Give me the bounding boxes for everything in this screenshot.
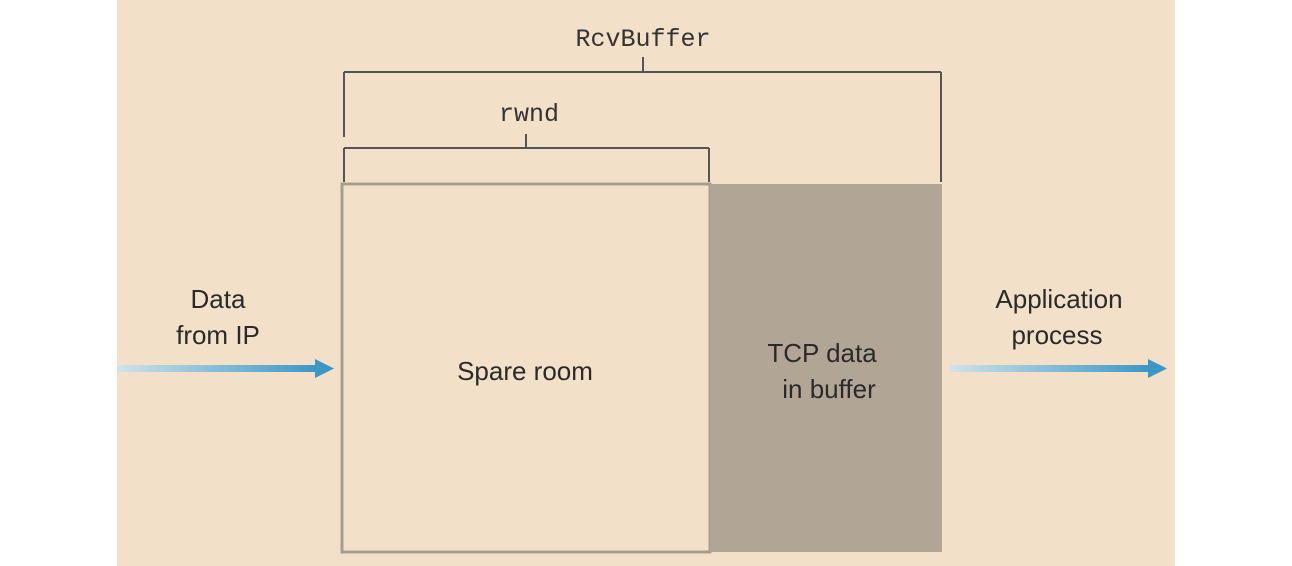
tcp-data-region [710,184,942,552]
rwnd-bracket [343,134,710,182]
input-arrow-icon [117,359,334,378]
rwnd-label: rwnd [499,100,559,129]
spare-room-region [340,182,712,554]
output-arrow-icon [950,359,1167,378]
spare-room-label: Spare room [457,356,593,386]
rcvbuffer-label: RcvBuffer [575,25,710,54]
output-label-line2: process [1011,320,1102,350]
tcp-data-label-line1: TCP data [767,338,877,368]
input-label-line2: from IP [176,320,260,350]
rcvbuffer-bracket [343,57,942,182]
tcp-data-label-line2: in buffer [782,374,876,404]
output-label-line1: Application [995,284,1122,314]
input-label-line1: Data [191,284,246,314]
